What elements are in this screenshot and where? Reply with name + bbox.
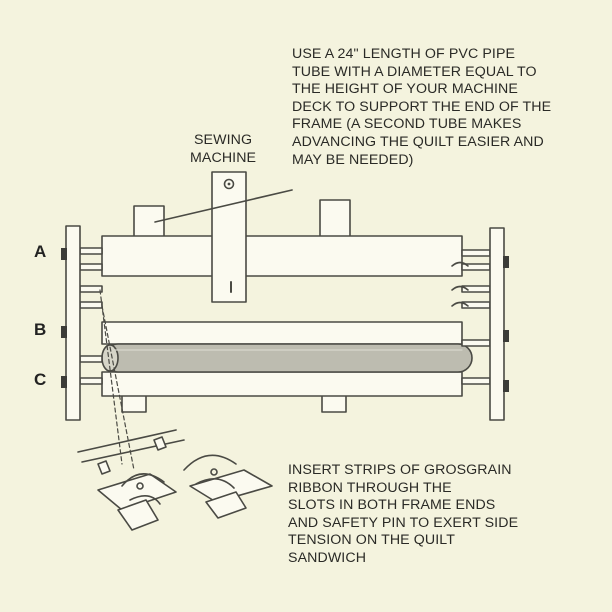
detail-safety-pins	[121, 454, 237, 505]
rail-label-a: A	[34, 242, 47, 261]
right-safety-pins	[451, 261, 469, 307]
left-ribbon-strips	[79, 247, 103, 385]
leader-pvc-tube	[154, 189, 293, 223]
note-pvc-tube: USE A 24" LENGTH OF PVC PIPE TUBE WITH A…	[292, 46, 552, 168]
detail-guides	[99, 289, 135, 471]
sewing-machine-needle-dot	[227, 182, 231, 186]
frame-bolts	[61, 248, 509, 392]
rail-label-b: B	[34, 320, 47, 339]
label-sewing-machine: SEWING MACHINE	[190, 132, 257, 166]
rail-bottom	[101, 371, 463, 397]
detail-ribbon-slots	[77, 429, 273, 531]
rail-top	[101, 235, 463, 277]
left-frame-end	[65, 225, 81, 421]
support-tube-left	[133, 205, 165, 239]
pvc-tube	[103, 343, 473, 373]
support-tube-right	[319, 199, 351, 239]
sewing-machine-needle-screw	[223, 178, 235, 190]
right-frame-end	[489, 227, 505, 421]
rail-label-c: C	[34, 370, 47, 389]
sewing-machine-arm	[211, 171, 247, 303]
rail-middle	[101, 321, 463, 345]
note-grosgrain-ribbon: INSERT STRIPS OF GROSGRAIN RIBBON THROUG…	[288, 462, 519, 566]
